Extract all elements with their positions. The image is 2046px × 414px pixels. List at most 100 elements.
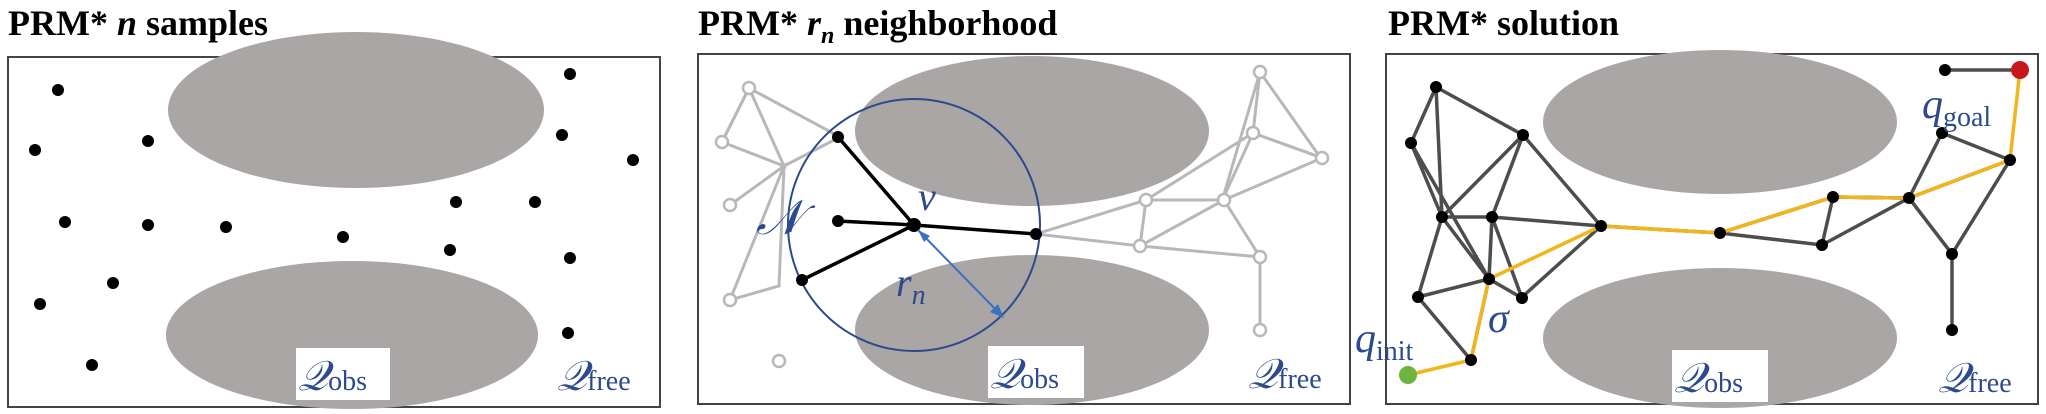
q-goal-label: qgoal — [1922, 82, 1991, 133]
graph-nodes-gray — [714, 64, 1330, 369]
sample-point — [142, 135, 154, 147]
node — [722, 292, 738, 308]
title-prefix: PRM* — [1388, 3, 1488, 43]
node — [832, 131, 844, 143]
panel-neighborhood: 𝒩 v rn 𝒬obs 𝒬free — [697, 53, 1351, 405]
arrowhead — [918, 230, 930, 242]
nbhd-label: 𝒩 — [756, 192, 816, 245]
node — [1714, 227, 1726, 239]
title-var: n — [116, 3, 137, 43]
title-sub: n — [820, 23, 835, 50]
node — [832, 215, 844, 227]
sample-point — [86, 359, 98, 371]
node — [1132, 238, 1148, 254]
sample-point — [59, 216, 71, 228]
panel-title-samples: PRM* n samples — [8, 2, 268, 44]
node — [1936, 127, 1948, 139]
node — [1430, 81, 1442, 93]
sample-point — [34, 298, 46, 310]
node — [1486, 211, 1498, 223]
node — [1827, 191, 1839, 203]
node — [771, 353, 787, 369]
graph-nodes-dark — [1405, 64, 2016, 366]
title-suffix: samples — [146, 3, 269, 43]
node — [1483, 273, 1495, 285]
q-obs-label: 𝒬obs — [1674, 356, 1743, 402]
node — [1138, 192, 1154, 208]
node — [1405, 137, 1417, 149]
obstacle-top — [168, 32, 544, 188]
sample-point — [52, 84, 64, 96]
sample-point — [29, 144, 41, 156]
panel-title-solution: PRM* solution — [1388, 2, 1619, 44]
panel-title-neighborhood: PRM* rn neighborhood — [698, 2, 1057, 50]
sample-point — [627, 154, 639, 166]
title-prefix: PRM* — [698, 3, 798, 43]
sample-point — [564, 252, 576, 264]
neighbor-nodes — [796, 131, 1042, 286]
q-init-label: qinit — [1355, 316, 1414, 367]
obstacle-bottom — [855, 255, 1209, 405]
node — [1314, 150, 1330, 166]
node — [796, 274, 808, 286]
sample-points — [29, 68, 639, 371]
node — [1946, 324, 1958, 336]
obstacle-bottom — [166, 261, 538, 409]
title-prefix: PRM* — [8, 3, 108, 43]
obstacle-top — [855, 56, 1209, 206]
q-free-label: 𝒬free — [1248, 352, 1322, 398]
node — [741, 80, 757, 96]
node — [1465, 354, 1477, 366]
node — [714, 134, 730, 150]
sample-point — [529, 196, 541, 208]
node — [1517, 129, 1529, 141]
neighborhood-circle — [787, 98, 1041, 352]
sample-point — [337, 231, 349, 243]
q-obs-label: 𝒬obs — [298, 354, 367, 400]
node — [1216, 192, 1232, 208]
sample-point — [142, 219, 154, 231]
label-bg — [296, 348, 390, 400]
sample-point — [444, 244, 456, 256]
r-label: rn — [896, 260, 926, 311]
q-obs-label: 𝒬obs — [990, 352, 1059, 398]
node — [1816, 239, 1828, 251]
node — [1946, 248, 1958, 260]
node — [1252, 249, 1268, 265]
sample-point — [107, 277, 119, 289]
goal-node — [2011, 61, 2029, 79]
sample-point — [562, 327, 574, 339]
q-free-label: 𝒬free — [1938, 356, 2012, 402]
node — [1030, 228, 1042, 240]
sample-point — [556, 129, 568, 141]
node — [1903, 192, 1915, 204]
title-suffix: neighborhood — [843, 3, 1058, 43]
node — [1436, 211, 1448, 223]
title-var: r — [806, 3, 821, 43]
v-label: v — [918, 174, 936, 219]
q-free-label: 𝒬free — [557, 354, 631, 400]
init-node — [1399, 366, 1417, 384]
node-v — [907, 218, 921, 232]
title-suffix: solution — [1496, 3, 1620, 43]
node — [722, 197, 738, 213]
node — [1252, 64, 1268, 80]
panel-samples: 𝒬obs 𝒬free — [7, 32, 661, 409]
node — [2004, 154, 2016, 166]
arrowhead — [990, 304, 1004, 318]
radius-arrow — [917, 229, 1003, 317]
obstacle-bottom — [1543, 268, 1897, 408]
node — [1245, 125, 1261, 141]
node — [1939, 64, 1951, 76]
neighbor-edges — [801, 135, 1037, 282]
panel-solution: qgoal qinit σ 𝒬obs 𝒬free — [1355, 50, 2039, 408]
node — [1516, 292, 1528, 304]
sample-point — [564, 68, 576, 80]
label-bg — [1672, 350, 1768, 402]
sigma-label: σ — [1488, 296, 1511, 342]
node — [1595, 220, 1607, 232]
sample-point — [220, 221, 232, 233]
obstacle-top — [1543, 50, 1897, 194]
label-bg — [988, 346, 1084, 398]
